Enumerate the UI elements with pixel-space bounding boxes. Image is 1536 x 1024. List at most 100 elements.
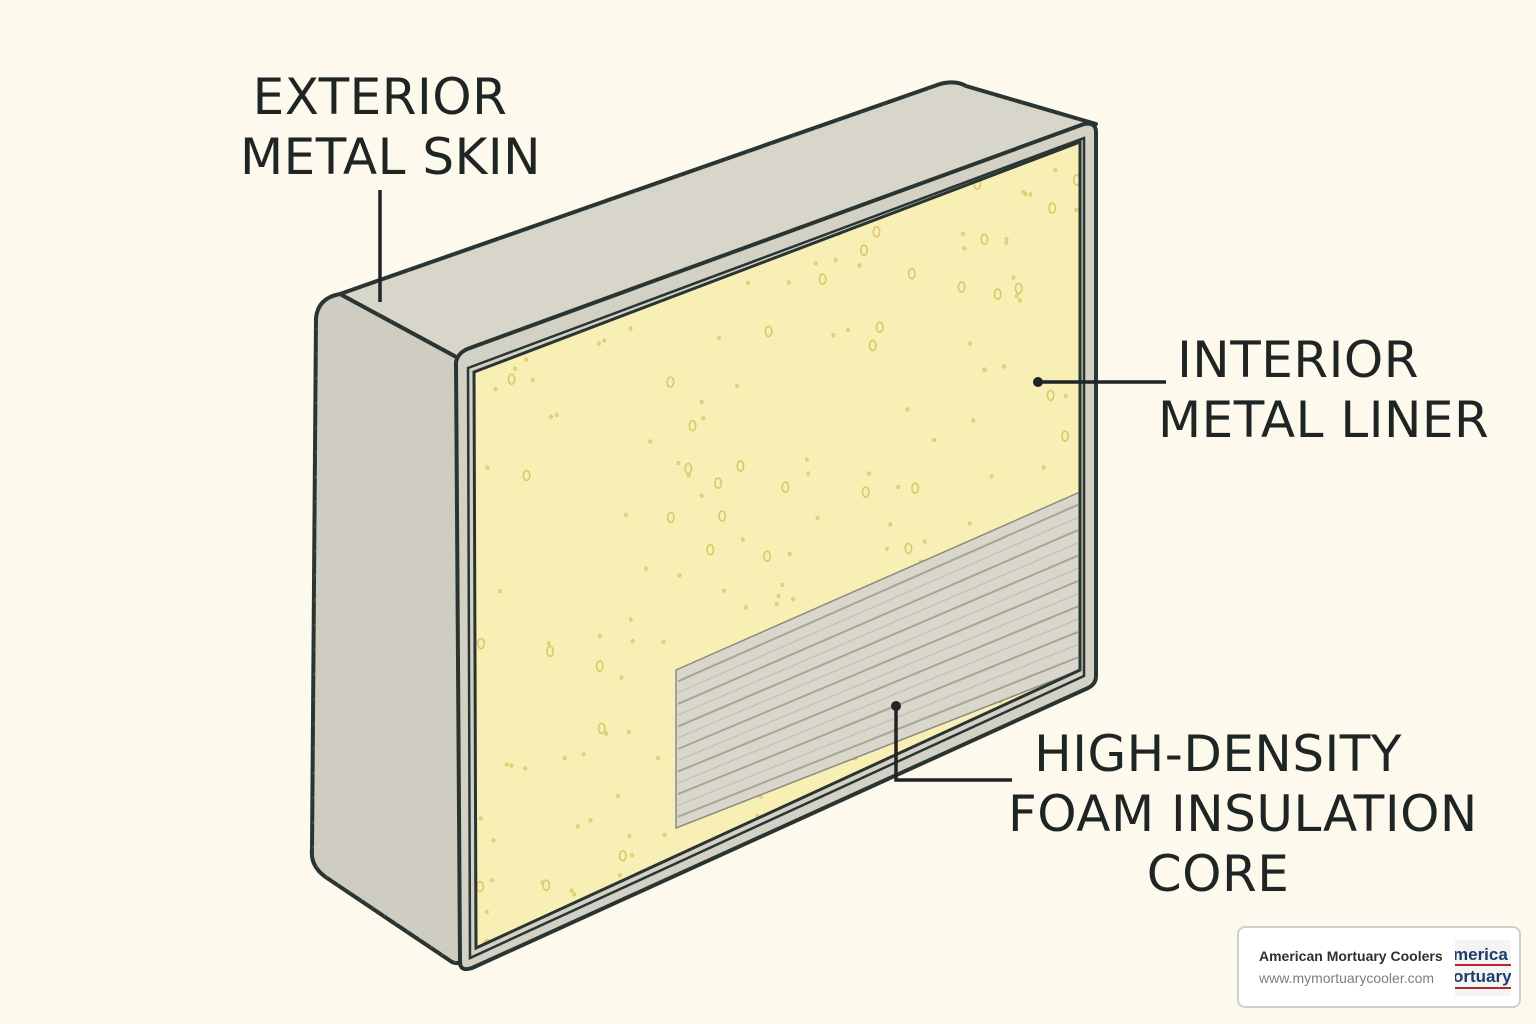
foam-bubble [509, 763, 514, 768]
foam-bubble [858, 881, 867, 894]
foam-bubble [588, 818, 593, 823]
foam-bubble [602, 338, 607, 343]
foam-bubble [1046, 389, 1055, 402]
foam-bubble [904, 542, 913, 555]
foam-bubble [666, 511, 675, 524]
foam-bubble [630, 853, 635, 858]
foam-bubble [1061, 430, 1070, 443]
foam-bubble [922, 539, 927, 544]
foam-bubble [498, 589, 503, 594]
foam-bubble [562, 756, 567, 761]
foam-bubble [868, 339, 877, 352]
foam-bubble [875, 321, 884, 334]
cutaway-stripe [677, 567, 1079, 739]
foam-bubble [581, 752, 586, 757]
foam-bubble [786, 280, 791, 285]
foam-bubble [787, 551, 792, 557]
foam-bubble [967, 521, 972, 526]
cutaway-stripe [677, 605, 1079, 773]
foam-bubble [907, 267, 916, 280]
foam-bubble [617, 873, 622, 878]
foam-bubble [960, 231, 965, 236]
foam-bubble [504, 222, 509, 227]
foam-bubble [523, 766, 528, 771]
foam-bubble [491, 838, 496, 843]
foam-bubble [572, 892, 577, 897]
label-interior-metal-liner: INTERIOR METAL LINER [1158, 331, 1490, 449]
foam-bubble [665, 936, 670, 941]
cutaway-stripe [677, 593, 1079, 761]
foam-bubble [1063, 394, 1068, 399]
foam-bubble [1055, 717, 1060, 722]
foam-bubble [813, 261, 818, 266]
foam-bubble [530, 377, 535, 383]
foam-bubble [485, 465, 490, 470]
foam-bubble [661, 639, 666, 644]
foam-bubble [1004, 236, 1009, 242]
foam-bubble [595, 660, 604, 673]
foam-bubble [542, 879, 551, 892]
foam-bubble [791, 597, 796, 602]
foam-bubble [764, 325, 773, 338]
svg-text:ortuary: ortuary [1455, 967, 1511, 986]
cutaway-stripe [677, 644, 1079, 806]
foam-bubble [1002, 364, 1007, 369]
foam-bubble [546, 641, 551, 646]
label-foam-insulation-core: HIGH-DENSITY FOAM INSULATION CORE [1008, 725, 1478, 903]
foam-bubble [831, 333, 836, 338]
foam-bubble [490, 878, 495, 883]
foam-bubble [818, 273, 827, 286]
foam-bubble [628, 326, 633, 331]
cutaway-stripe [677, 503, 1079, 683]
foam-bubble [780, 582, 785, 588]
foam-bubble [596, 341, 601, 346]
foam-bubble [1041, 465, 1046, 470]
foam-bubble [1018, 298, 1023, 303]
foam-bubble [824, 877, 829, 882]
foam-bubble [484, 909, 489, 915]
watermark-company-name: American Mortuary Coolers [1259, 948, 1443, 964]
cutaway-stripe [677, 554, 1079, 728]
foam-bubble [806, 471, 811, 476]
foam-bubble [997, 909, 1006, 922]
foam-bubble [722, 588, 727, 593]
foam-bubble [846, 920, 851, 925]
foam-bubble [815, 515, 820, 520]
cutaway-stripe [677, 529, 1079, 705]
foam-bubble [1048, 202, 1057, 214]
foam-bubble [597, 171, 602, 176]
foam-bubble [901, 932, 906, 937]
foam-bubble [846, 327, 851, 333]
foam-bubble [719, 874, 724, 879]
foam-bubble [540, 880, 545, 885]
cutaway-stripe [677, 542, 1079, 716]
foam-bubble [493, 386, 498, 392]
foam-bubble [549, 414, 554, 419]
foam-bubble [1072, 174, 1080, 186]
foam-bubble [688, 419, 697, 432]
foam-bubble [859, 244, 868, 257]
foam-bubble [956, 800, 965, 813]
foam-bubble [857, 845, 862, 850]
foam-bubble [1014, 293, 1019, 299]
foam-bubble [626, 729, 631, 735]
foam-bubble [476, 637, 485, 650]
foam-bubble [624, 512, 629, 518]
leader-core [894, 706, 1012, 782]
foam-bubble [701, 416, 706, 421]
foam-bubble [621, 916, 626, 921]
foam-bubble [513, 366, 518, 371]
foam-bubble [853, 794, 862, 807]
foam-bubble [1045, 907, 1054, 920]
foam-bubble [968, 341, 973, 346]
foam-bubble [995, 794, 1004, 807]
foam-bubble [736, 460, 745, 472]
foam-bubble [666, 376, 675, 388]
foam-bubble [888, 522, 893, 527]
foam-bubble [619, 675, 624, 680]
cutaway-stripe [677, 630, 1079, 796]
foam-bubble [851, 866, 856, 871]
foam-bubble [969, 798, 974, 803]
foam-bubble [618, 849, 627, 862]
